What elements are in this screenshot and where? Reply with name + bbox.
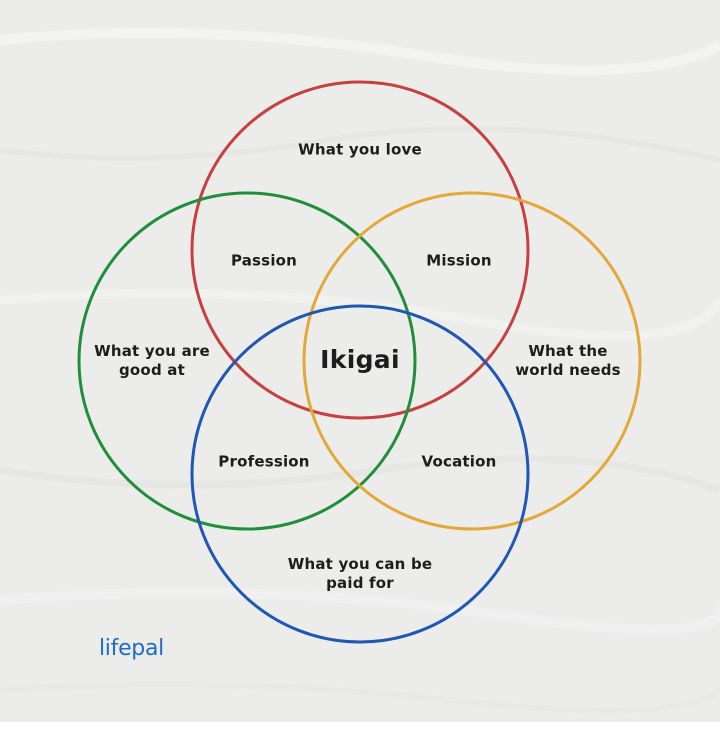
label-what-you-can-be-paid-for: What you can be paid for [288,555,433,593]
label-vocation-text: Vocation [421,452,497,471]
label-good-at-line2: good at [118,361,185,379]
label-good-at-line1: What you are [94,342,210,360]
label-what-you-are-good-at: What you are good at [94,342,210,380]
label-paid-line1: What you can be [287,555,433,573]
circle-what-you-can-be-paid-for [190,304,530,644]
label-passion-text: Passion [230,251,298,270]
label-profession: Profession [218,453,309,472]
circle-what-you-love [190,80,530,420]
label-ikigai-text: Ikigai [320,345,400,374]
label-mission-text: Mission [426,251,492,270]
label-passion: Passion [231,252,297,271]
label-world-line1: What the [528,342,608,360]
label-ikigai-center: Ikigai [320,345,400,375]
circle-what-you-are-good-at [77,191,417,531]
label-world-line2: world needs [515,361,621,379]
label-profession-text: Profession [218,452,310,471]
label-paid-line2: paid for [326,574,394,592]
bottom-margin [0,722,720,730]
label-what-you-love: What you love [298,141,422,160]
label-vocation: Vocation [421,453,496,472]
circle-what-the-world-needs [302,191,642,531]
label-mission: Mission [426,252,491,271]
label-what-you-love-text: What you love [298,140,422,159]
lifepal-logo: lifepal [99,636,164,661]
label-what-the-world-needs: What the world needs [515,342,621,380]
